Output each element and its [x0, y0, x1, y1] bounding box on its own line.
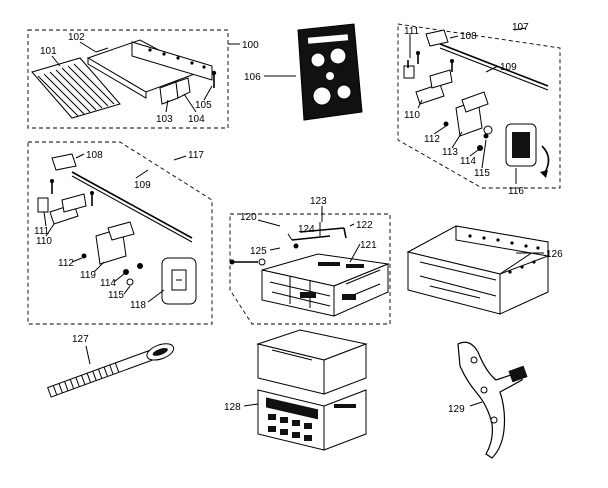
part-122-rod	[299, 227, 347, 239]
part-123-rod	[291, 222, 331, 241]
label-112-left: 112	[58, 258, 74, 269]
label-108-upper: 108	[460, 31, 477, 42]
part-127-grill-brush: 127	[47, 334, 175, 398]
label-117: 117	[188, 150, 204, 161]
label-113: 113	[442, 147, 458, 158]
part-104-bracket	[175, 77, 191, 99]
part-108-plate	[425, 29, 449, 47]
part-116-motor	[505, 123, 550, 178]
label-106: 106	[244, 72, 261, 83]
part-106-cookbook: 106	[244, 23, 363, 121]
part-114-washer	[477, 145, 483, 151]
label-125: 125	[250, 246, 267, 257]
label-104: 104	[188, 114, 205, 125]
label-103: 103	[156, 114, 173, 125]
label-110-upper: 110	[404, 110, 420, 121]
part-126-shelf: 126	[406, 225, 563, 315]
part-109-spit-rod	[439, 43, 549, 91]
label-124: 124	[298, 224, 315, 235]
part-112-nut-left	[81, 253, 87, 259]
label-105: 105	[195, 100, 212, 111]
label-112-upper: 112	[424, 134, 440, 145]
assembly-120-boundary	[229, 213, 391, 325]
part-113-motor-bracket	[455, 91, 489, 137]
label-119: 119	[80, 270, 96, 281]
label-122: 122	[356, 220, 373, 231]
assembly-117-group: 108 109 117 111 110 112 119 114 115 118	[27, 141, 213, 325]
label-129: 129	[448, 404, 465, 415]
label-120: 120	[240, 212, 257, 223]
label-121: 121	[360, 240, 377, 251]
part-115-screw-left	[137, 263, 143, 269]
part-108-plate-left	[51, 153, 77, 171]
label-128: 128	[224, 402, 241, 413]
part-115-screw	[483, 133, 489, 139]
part-110-bracket	[415, 69, 453, 105]
label-115-upper: 115	[474, 168, 490, 179]
label-123: 123	[310, 196, 327, 207]
label-114-upper: 114	[460, 156, 476, 167]
part-128-charcoal-boxes: 128	[224, 329, 368, 451]
label-107: 107	[512, 22, 529, 33]
label-114-left: 114	[100, 278, 116, 289]
part-105-screw	[211, 70, 217, 88]
label-101: 101	[40, 46, 57, 57]
part-125-screw	[229, 259, 258, 265]
part-114-washer-left	[123, 269, 129, 275]
label-118: 118	[130, 300, 146, 311]
assembly-120-group: 120 123 122 124 125 121	[229, 196, 391, 325]
label-111-left: 111	[34, 226, 50, 237]
label-100: 100	[242, 40, 259, 51]
part-112-nut	[443, 121, 449, 127]
part-101-grate	[31, 57, 121, 119]
label-109-upper: 109	[500, 62, 517, 73]
assembly-117-boundary	[27, 141, 213, 325]
assembly-100-boundary	[27, 29, 229, 129]
assembly-107-group: 111 108 109 107 110 112 113 114 115 116	[397, 22, 561, 197]
label-111-upper: 111	[404, 26, 420, 37]
label-127: 127	[72, 334, 89, 345]
part-111-spit-fork-left	[37, 179, 54, 213]
assembly-100-group: 101 102 103 104 105 100	[27, 29, 259, 129]
label-116: 116	[508, 186, 524, 197]
label-108-left: 108	[86, 150, 103, 161]
part-121-grid-frame	[261, 253, 390, 317]
part-110-bracket-left	[49, 193, 87, 225]
label-126: 126	[546, 249, 563, 260]
part-111-spit-fork	[403, 60, 415, 79]
label-115-left: 115	[108, 290, 124, 301]
part-119-motor-bracket	[95, 221, 135, 265]
part-shelf-rail	[131, 41, 213, 81]
part-118-motor	[161, 257, 197, 305]
part-124-clip	[293, 243, 299, 249]
part-109-spit-rod-left	[71, 171, 193, 243]
label-109-left: 109	[134, 180, 151, 191]
label-102: 102	[68, 32, 85, 43]
part-129-tool: 129	[448, 341, 528, 459]
label-110-left: 110	[36, 236, 52, 247]
assembly-107-boundary	[397, 23, 561, 189]
